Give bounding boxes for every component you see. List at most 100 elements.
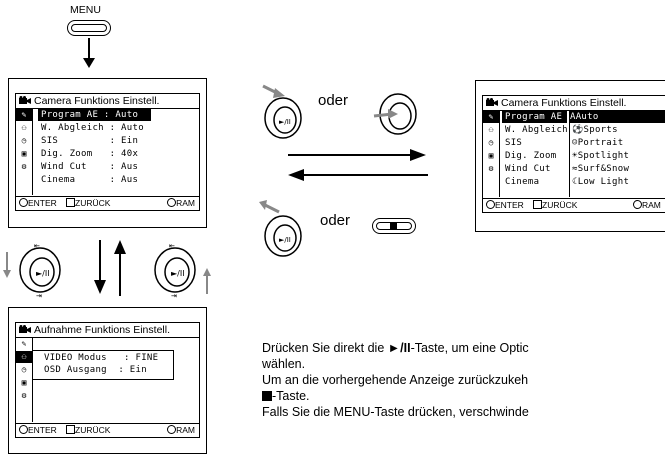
clock-icon: ◷ [21, 365, 27, 374]
svg-text:►/II: ►/II [171, 269, 185, 278]
back-hint: ZURÜCK [66, 424, 110, 437]
menu-screen: Camera Funktions Einstell. ✎ ⚇ ◷ ▣ ⚙ Pro… [482, 95, 665, 213]
low-light-icon: ☾ [572, 177, 578, 187]
display-icon: ▣ [488, 151, 494, 160]
stop-icon [533, 200, 542, 209]
menu-title: Camera Funktions Einstell. [501, 97, 627, 109]
menu-row-program-ae[interactable]: Program AE [502, 111, 567, 123]
option-low-light[interactable]: ☾Low Light [572, 177, 630, 187]
camera-icon [19, 96, 31, 104]
instruction-line-3: Um an die vorhergehende Anzeige zurückzu… [262, 373, 529, 387]
spotlight-icon: ☀ [572, 151, 578, 161]
menu-row-wind-cut[interactable]: Wind Cut : Aus [41, 162, 139, 172]
up-down-arrows-icon [94, 240, 126, 296]
stop-icon [66, 198, 75, 207]
ram-hint: RAM [167, 424, 195, 437]
menu-title: Camera Funktions Einstell. [34, 95, 160, 107]
svg-text:⇤: ⇤ [169, 243, 175, 250]
setup-icon: ⚙ [21, 162, 27, 171]
clock-icon: ◷ [488, 138, 494, 147]
play-pause-label: ►/II [387, 341, 411, 355]
surf-snow-icon: ≈ [572, 164, 578, 174]
option-sports[interactable]: ⚽Sports [572, 125, 618, 135]
menu-panel-camera: Camera Funktions Einstell. ✎ ⚇ ◷ ▣ ⚙ Pro… [8, 78, 207, 228]
camera-icon [486, 98, 498, 106]
down-arrow-icon [83, 38, 95, 68]
option-portrait[interactable]: ☺Portrait [572, 138, 624, 148]
svg-text:⇥: ⇥ [36, 293, 42, 300]
menu-row-w-abgleich[interactable]: W. Abgleich : Auto [41, 123, 144, 133]
dial-turn-back-icon: ►/II [259, 200, 302, 257]
menu-panel-program-ae: Camera Funktions Einstell. ✎ ⚇ ◷ ▣ ⚙ Pro… [475, 80, 665, 232]
portrait-icon: ☺ [572, 138, 578, 148]
menu-row-dig-zoom[interactable]: Dig. Zoom : 40x [41, 149, 139, 159]
setup-icon: ⚙ [21, 391, 27, 400]
svg-text:⇤: ⇤ [34, 243, 40, 250]
menu-row-sis[interactable]: SIS : Ein [41, 136, 139, 146]
svg-text:►/II: ►/II [279, 236, 291, 244]
svg-text:►/II: ►/II [36, 269, 50, 278]
stop-icon [66, 425, 75, 434]
stop-button[interactable] [372, 218, 416, 234]
menu-button-label: MENU [70, 4, 101, 16]
menu-row-dig-zoom[interactable]: Dig. Zoom [505, 151, 557, 161]
right-arrow-icon [288, 149, 426, 161]
oder-label: oder [320, 212, 351, 229]
sports-icon: ⚽ [572, 125, 584, 135]
menu-title: Aufnahme Funktions Einstell. [34, 324, 170, 336]
scroll-dial-left-icon: ►/II ⇤ ⇥ [3, 243, 61, 300]
enter-hint: ENTER [486, 199, 524, 212]
instruction-line-5: Falls Sie die MENU-Taste drücken, versch… [262, 405, 529, 419]
dial-press-icon [373, 93, 417, 135]
camera-mode-icon: ✎ [16, 109, 32, 121]
record-mode-icon: ⚇ [16, 351, 32, 363]
scroll-dial-right-icon: ►/II ⇤ ⇥ [154, 243, 211, 300]
menu-screen: Camera Funktions Einstell. ✎ ⚇ ◷ ▣ ⚙ Pro… [15, 93, 200, 211]
dial-turn-up-icon: ►/II [262, 84, 302, 139]
camera-mode-icon: ✎ [21, 339, 27, 348]
setup-icon: ⚙ [488, 164, 494, 173]
enter-hint: ENTER [19, 424, 57, 437]
auto-icon: A [570, 112, 576, 122]
play-icon [19, 198, 28, 207]
left-arrow-icon [288, 169, 428, 181]
record-mode-icon: ⚇ [21, 123, 27, 132]
camera-icon [19, 325, 31, 333]
clock-icon: ◷ [21, 136, 27, 145]
instruction-line-4: -Taste. [262, 389, 310, 403]
display-icon: ▣ [21, 149, 27, 158]
menu-screen: Aufnahme Funktions Einstell. ✎ ⚇ ◷ ▣ ⚙ V… [15, 322, 200, 438]
display-icon: ▣ [21, 378, 27, 387]
menu-row-cinema[interactable]: Cinema : Aus [41, 175, 139, 185]
dial-icon [167, 198, 177, 207]
svg-text:►/II: ►/II [279, 118, 291, 126]
svg-text:⇥: ⇥ [171, 293, 177, 300]
menu-button[interactable] [67, 20, 111, 36]
stop-icon [390, 223, 397, 229]
play-icon [486, 200, 495, 209]
ram-hint: RAM [633, 199, 661, 212]
camera-mode-icon: ✎ [483, 111, 499, 123]
instruction-line-1: Drücken Sie direkt die ►/II-Taste, um ei… [262, 341, 529, 355]
enter-hint: ENTER [19, 197, 57, 210]
instruction-line-2: wählen. [262, 357, 306, 371]
record-mode-icon: ⚇ [488, 125, 494, 134]
menu-row-sis[interactable]: SIS [505, 138, 523, 148]
menu-row-video-modus[interactable]: VIDEO Modus : FINE [44, 353, 159, 363]
menu-row-w-abgleich[interactable]: W. Abgleich [505, 125, 568, 135]
option-spotlight[interactable]: ☀Spotlight [572, 151, 630, 161]
dial-icon [633, 200, 642, 209]
option-surf-snow[interactable]: ≈Surf&Snow [572, 164, 630, 174]
menu-row-program-ae[interactable]: Program AE : Auto [38, 109, 151, 121]
back-hint: ZURÜCK [66, 197, 110, 210]
menu-row-cinema[interactable]: Cinema [505, 177, 540, 187]
dial-icon [167, 425, 177, 434]
play-icon [19, 425, 28, 434]
ram-hint: RAM [167, 197, 195, 210]
oder-label: oder [318, 92, 349, 109]
option-auto[interactable]: AAuto [570, 111, 665, 123]
menu-row-wind-cut[interactable]: Wind Cut [505, 164, 551, 174]
menu-row-osd-ausgang[interactable]: OSD Ausgang : Ein [44, 365, 147, 375]
menu-panel-aufnahme: Aufnahme Funktions Einstell. ✎ ⚇ ◷ ▣ ⚙ V… [8, 307, 207, 454]
back-hint: ZURÜCK [533, 199, 577, 212]
